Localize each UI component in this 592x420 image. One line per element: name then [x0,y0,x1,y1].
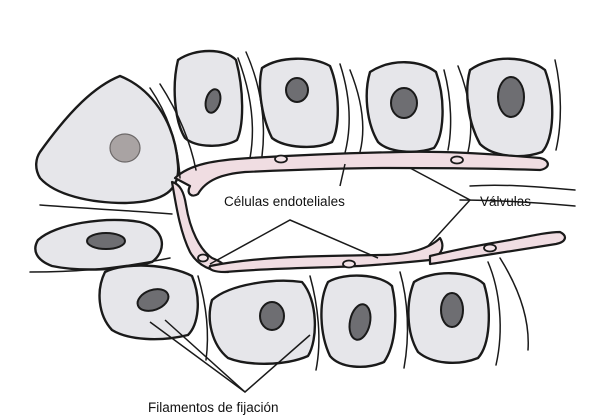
cell-nucleus [87,233,125,249]
anchoring-filament [340,64,349,153]
label-endothelial-cells: Células endoteliales [224,194,345,209]
cell-nucleus [260,302,284,330]
cell-nucleus [286,78,308,102]
endothelial-nucleus [451,157,463,164]
cell-nucleus [391,88,417,118]
cell-nucleus [110,134,140,162]
anchoring-filament [500,258,528,350]
label-anchoring-filaments: Filamentos de fijación [148,400,279,415]
lower-tissue-cells [35,220,488,367]
anchoring-filament [470,185,575,190]
upper-tissue-cells [36,51,552,203]
anchoring-filament [246,52,263,156]
anchoring-filament [555,60,560,150]
anchoring-filament [350,70,363,152]
leader-line [410,168,470,246]
label-valves: Válvulas [480,194,531,209]
endothelial-nucleus [198,255,208,262]
cell-nucleus [441,293,463,327]
anchoring-filament [40,205,172,214]
lower-endothelial-wall [210,238,443,272]
anchoring-filament [198,276,207,360]
upper-endothelial-wall [175,152,548,196]
anchoring-filament [444,70,451,150]
lower-right-endothelial-wall [430,232,565,264]
cell-nucleus [498,77,524,117]
endothelial-nucleus [275,156,287,163]
anchoring-filament [400,272,407,368]
endothelial-nucleus [484,245,496,252]
endothelial-nucleus [343,261,355,268]
tissue-cell [36,76,178,203]
